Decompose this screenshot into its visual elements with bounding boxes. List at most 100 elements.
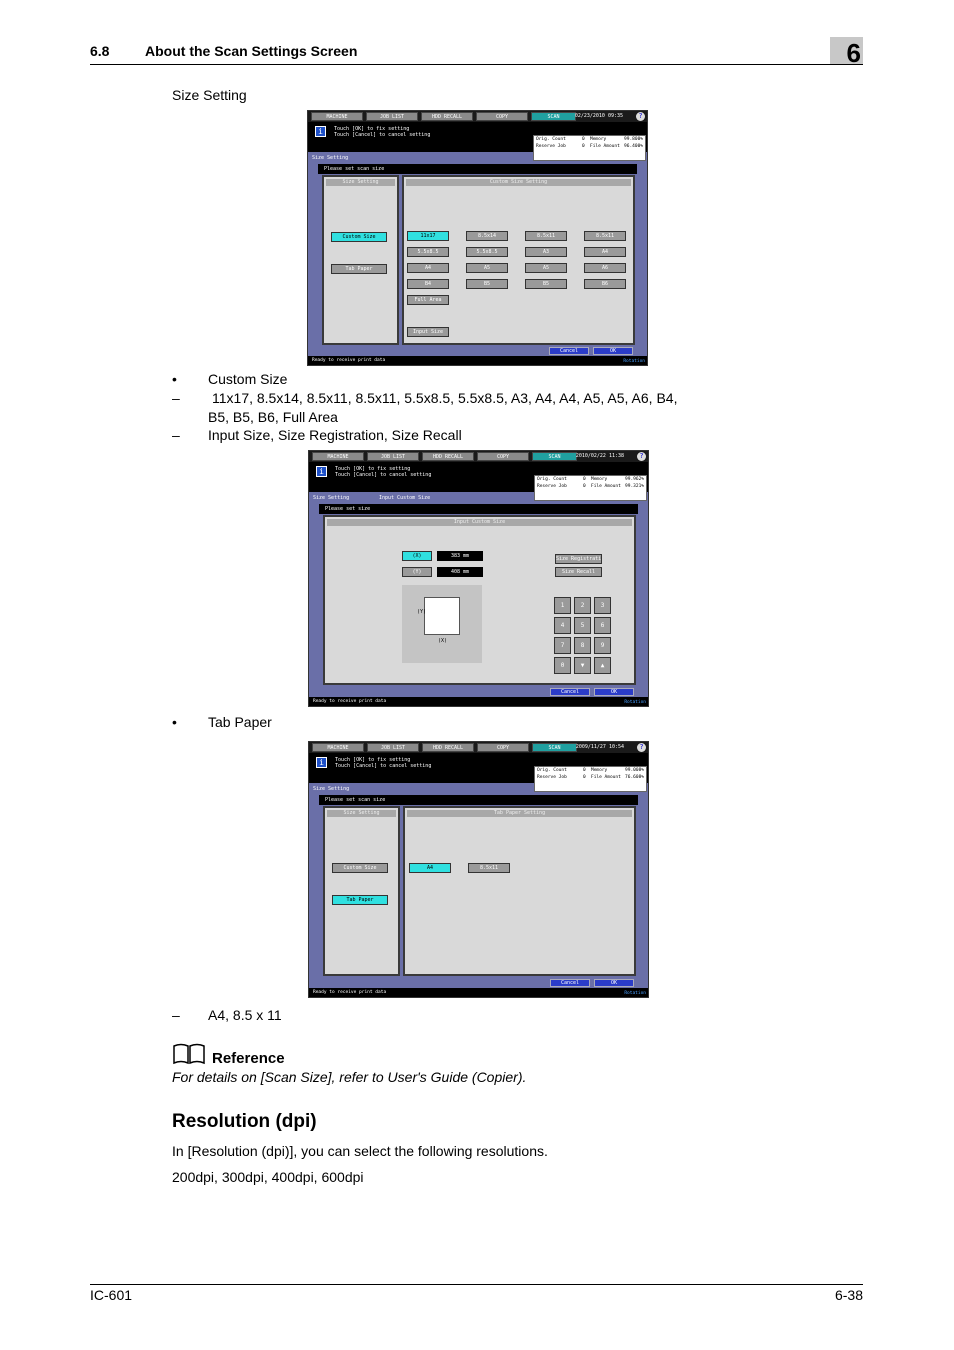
rotation-label: Rotation — [624, 700, 646, 705]
key-3[interactable]: 3 — [594, 597, 611, 614]
breadcrumb-size-setting[interactable]: Size Setting — [313, 495, 350, 501]
size-11x17[interactable]: 11x17 — [407, 231, 449, 241]
help-icon[interactable]: ? — [636, 112, 645, 121]
y-value-field[interactable]: 408 mm — [437, 567, 483, 577]
size-a4-landscape[interactable]: A4 — [584, 247, 626, 257]
key-1[interactable]: 1 — [554, 597, 571, 614]
tab-job-list[interactable]: JOB LIST — [367, 452, 419, 461]
size-a4-portrait[interactable]: A4 — [407, 263, 449, 273]
tab-hdd-recall[interactable]: HDD RECALL — [422, 452, 474, 461]
custom-size-button[interactable]: Custom Size — [331, 232, 387, 242]
size-full-area[interactable]: Full Area — [407, 295, 449, 305]
clock: 02/23/2010 09:35 — [574, 113, 623, 119]
cancel-button[interactable]: Cancel — [549, 347, 589, 355]
size-recall-button[interactable]: Size Recall — [555, 567, 602, 577]
key-0[interactable]: 0 — [554, 657, 571, 674]
size-a3[interactable]: A3 — [525, 247, 567, 257]
dash: – — [172, 390, 180, 406]
screen-input-custom-size: MACHINE JOB LIST HDD RECALL COPY SCAN 20… — [308, 450, 649, 707]
chapter-number: 6 — [846, 38, 861, 68]
size-a5-portrait[interactable]: A5 — [525, 263, 567, 273]
size-b5-landscape[interactable]: B5 — [466, 279, 508, 289]
size-8.5x11-landscape[interactable]: 8.5x11 — [525, 231, 567, 241]
counters: Orig. Count 0 Memory 99.008% Reserve Job… — [534, 766, 647, 792]
cancel-button[interactable]: Cancel — [550, 979, 590, 987]
bullet: • — [172, 714, 177, 730]
paper-icon — [424, 597, 460, 635]
footer-rule — [90, 1284, 863, 1285]
resolution-intro: In [Resolution (dpi)], you can select th… — [172, 1143, 548, 1159]
prompt: Please set size — [319, 504, 638, 514]
arrow-down-icon[interactable]: ▼ — [574, 657, 591, 674]
mode-tabs: MACHINE JOB LIST HDD RECALL COPY SCAN 20… — [309, 742, 648, 753]
size-a6[interactable]: A6 — [584, 263, 626, 273]
x-axis-button[interactable]: (X) — [402, 551, 432, 561]
key-9[interactable]: 9 — [594, 637, 611, 654]
size-5.5x8.5-landscape[interactable]: 5.5x8.5 — [407, 247, 449, 257]
size-b4[interactable]: B4 — [407, 279, 449, 289]
ok-button[interactable]: OK — [593, 347, 633, 355]
rotation-label: Rotation — [623, 359, 645, 364]
tab-scan[interactable]: SCAN — [531, 112, 576, 121]
key-5[interactable]: 5 — [574, 617, 591, 634]
x-value-field[interactable]: 383 mm — [437, 551, 483, 561]
arrow-up-icon[interactable]: ▲ — [594, 657, 611, 674]
size-registration-button[interactable]: Size Registration — [555, 554, 602, 564]
tab-hdd-recall[interactable]: HDD RECALL — [421, 112, 473, 121]
page-number: 6-38 — [834, 1287, 863, 1303]
tab-scan[interactable]: SCAN — [532, 452, 577, 461]
reference-text: For details on [Scan Size], refer to Use… — [172, 1069, 527, 1085]
status-bar: Ready to receive print data — [309, 697, 648, 706]
key-8[interactable]: 8 — [574, 637, 591, 654]
tab-paper-button[interactable]: Tab Paper — [331, 264, 387, 274]
cancel-button[interactable]: Cancel — [550, 688, 590, 696]
tab-copy[interactable]: COPY — [477, 452, 529, 461]
size-a5-landscape[interactable]: A5 — [466, 263, 508, 273]
prompt: Please set scan size — [319, 795, 638, 805]
tab-scan[interactable]: SCAN — [532, 743, 577, 752]
size-b5-portrait[interactable]: B5 — [525, 279, 567, 289]
input-size-text: Input Size, Size Registration, Size Reca… — [208, 427, 462, 443]
breadcrumb: Size Setting — [313, 786, 350, 792]
input-size-button[interactable]: Input Size — [407, 327, 449, 337]
tab-job-list[interactable]: JOB LIST — [366, 112, 418, 121]
key-4[interactable]: 4 — [554, 617, 571, 634]
tab-paper-button[interactable]: Tab Paper — [332, 895, 388, 905]
tab-size-8.5x11[interactable]: 8.5x11 — [468, 863, 510, 873]
tab-hdd-recall[interactable]: HDD RECALL — [422, 743, 474, 752]
help-icon[interactable]: ? — [637, 452, 646, 461]
y-axis-button[interactable]: (Y) — [402, 567, 432, 577]
tab-copy[interactable]: COPY — [476, 112, 528, 121]
list-tab-paper: Tab Paper — [208, 714, 272, 730]
tab-copy[interactable]: COPY — [477, 743, 529, 752]
clock: 2010/02/22 11:38 — [575, 453, 624, 459]
header-rule — [90, 64, 863, 65]
input-custom-size-panel: Input Custom Size (X) 383 mm (Y) 408 mm … — [323, 515, 636, 685]
custom-size-setting-panel: Custom Size Setting 11x17 8.5x14 8.5x11 … — [402, 175, 635, 345]
size-8.5x14[interactable]: 8.5x14 — [466, 231, 508, 241]
key-7[interactable]: 7 — [554, 637, 571, 654]
ok-button[interactable]: OK — [594, 979, 634, 987]
tab-job-list[interactable]: JOB LIST — [367, 743, 419, 752]
footer-model: IC-601 — [90, 1287, 133, 1303]
tab-machine[interactable]: MACHINE — [311, 112, 363, 121]
ok-button[interactable]: OK — [594, 688, 634, 696]
size-8.5x11-portrait[interactable]: 8.5x11 — [584, 231, 626, 241]
key-6[interactable]: 6 — [594, 617, 611, 634]
size-b6[interactable]: B6 — [584, 279, 626, 289]
size-setting-panel: Size Setting Custom Size Tab Paper — [322, 175, 399, 345]
help-icon[interactable]: ? — [637, 743, 646, 752]
tab-machine[interactable]: MACHINE — [312, 452, 364, 461]
mode-tabs: MACHINE JOB LIST HDD RECALL COPY SCAN 20… — [309, 451, 648, 462]
custom-size-button[interactable]: Custom Size — [332, 863, 388, 873]
size-5.5x8.5-portrait[interactable]: 5.5x8.5 — [466, 247, 508, 257]
tab-machine[interactable]: MACHINE — [312, 743, 364, 752]
breadcrumb: Size Setting — [312, 155, 349, 161]
tab-size-a4[interactable]: A4 — [409, 863, 451, 873]
key-2[interactable]: 2 — [574, 597, 591, 614]
